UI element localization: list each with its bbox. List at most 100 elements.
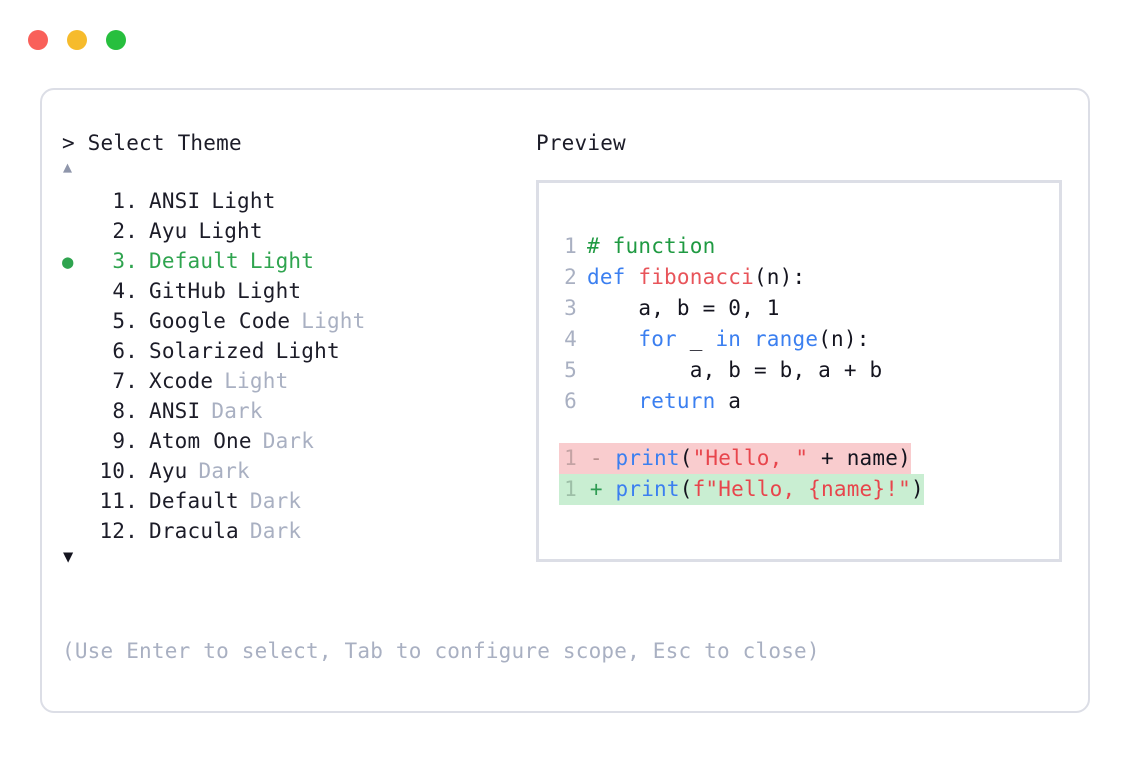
line-number: 2: [564, 265, 577, 289]
code-line-text: return a: [577, 386, 741, 417]
theme-option-name: Xcode: [149, 369, 214, 393]
code-line-text: def fibonacci(n):: [577, 262, 805, 293]
code-token: "Hello, ": [692, 446, 809, 470]
selected-bullet-icon: ●: [62, 251, 74, 273]
theme-option-name: ANSI: [149, 189, 201, 213]
code-token: in range: [715, 327, 819, 351]
window-minimize-button[interactable]: [67, 30, 87, 50]
window-maximize-button[interactable]: [106, 30, 126, 50]
diff-marker: -: [577, 446, 616, 470]
code-line-text: for _ in range(n):: [577, 324, 870, 355]
scroll-up-icon[interactable]: ▲: [63, 158, 73, 176]
theme-option-variant: Light: [275, 339, 340, 363]
theme-option-variant: Light: [237, 279, 302, 303]
code-line-text: # function: [577, 231, 715, 262]
theme-option-variant: Light: [224, 369, 289, 393]
theme-option-name: GitHub: [149, 279, 227, 303]
theme-option-variant: Light: [301, 309, 366, 333]
code-token: [587, 389, 638, 413]
code-token: (n):: [753, 265, 806, 289]
code-token: return: [638, 389, 716, 413]
theme-option-name: Atom One: [149, 429, 252, 453]
code-line: 6 return a: [539, 386, 1059, 417]
theme-option-variant: Dark: [211, 399, 263, 423]
theme-option-name: Ayu: [149, 459, 188, 483]
code-token: (n):: [818, 327, 870, 351]
code-token: ): [910, 477, 924, 501]
theme-option-variant: Dark: [249, 519, 302, 543]
line-number: 6: [564, 389, 577, 413]
code-token: def: [587, 265, 639, 289]
code-token: # function: [587, 234, 716, 258]
code-token: [587, 327, 638, 351]
diff-line-add: 1 + print(f"Hello, {name}!"): [539, 474, 1059, 505]
keyboard-help-text: (Use Enter to select, Tab to configure s…: [62, 639, 820, 663]
code-line: 4 for _ in range(n):: [539, 324, 1059, 355]
code-token: (: [679, 477, 693, 501]
theme-option-index: 6.: [112, 339, 138, 363]
diff-line-highlight: 1 + print(f"Hello, {name}!"): [559, 474, 924, 505]
theme-option-variant: Light: [249, 249, 315, 273]
theme-option-name: Dracula: [149, 519, 239, 543]
theme-selector-dialog: > Select Theme ▲ ●1.ANSILight●2.AyuLight…: [40, 88, 1090, 713]
diff-sample: 1 - print("Hello, " + name)1 + print(f"H…: [539, 443, 1059, 505]
theme-option-index: 4.: [112, 279, 138, 303]
theme-option-index: 9.: [112, 429, 138, 453]
code-line-text: a, b = b, a + b: [577, 355, 882, 386]
theme-option-variant: Dark: [249, 489, 302, 513]
scroll-down-icon[interactable]: ▼: [63, 547, 74, 567]
line-number: 3: [564, 296, 577, 320]
theme-option-index: 10.: [99, 459, 138, 483]
code-token: for: [638, 327, 677, 351]
window-close-button[interactable]: [28, 30, 48, 50]
code-line: 1 # function: [539, 231, 1059, 262]
page-title: > Select Theme: [62, 131, 242, 155]
theme-option-index: 2.: [112, 219, 138, 243]
theme-option-variant: Light: [211, 189, 276, 213]
diff-line-highlight: 1 - print("Hello, " + name): [559, 443, 911, 474]
code-line-text: a, b = 0, 1: [577, 293, 780, 324]
diff-marker: +: [577, 477, 616, 501]
code-line: 5 a, b = b, a + b: [539, 355, 1059, 386]
code-token: a, b = 0, 1: [587, 296, 780, 320]
diff-line-del: 1 - print("Hello, " + name): [539, 443, 1059, 474]
theme-option-index: 5.: [112, 309, 138, 333]
theme-option-name: Google Code: [149, 309, 291, 333]
theme-option-name: ANSI: [149, 399, 201, 423]
preview-title: Preview: [536, 131, 626, 155]
line-number: 5: [564, 358, 577, 382]
code-token: f"Hello, {name}!": [692, 477, 911, 501]
code-line: 3 a, b = 0, 1: [539, 293, 1059, 324]
theme-option-index: 3.: [112, 249, 138, 273]
theme-option-name: Solarized: [149, 339, 265, 363]
line-number: 1: [564, 234, 577, 258]
theme-option-index: 12.: [99, 519, 138, 543]
theme-option-variant: Dark: [198, 459, 250, 483]
theme-option-index: 8.: [112, 399, 138, 423]
theme-option-variant: Dark: [262, 429, 315, 453]
line-number: 4: [564, 327, 577, 351]
theme-option-name: Ayu: [149, 219, 188, 243]
theme-option-name: Default: [149, 489, 239, 513]
code-token: print: [615, 446, 680, 470]
theme-option-index: 7.: [112, 369, 138, 393]
window-traffic-lights: [28, 30, 126, 50]
theme-option-index: 1.: [112, 189, 138, 213]
code-token: + name): [808, 446, 911, 470]
code-token: a, b = b, a + b: [587, 358, 883, 382]
